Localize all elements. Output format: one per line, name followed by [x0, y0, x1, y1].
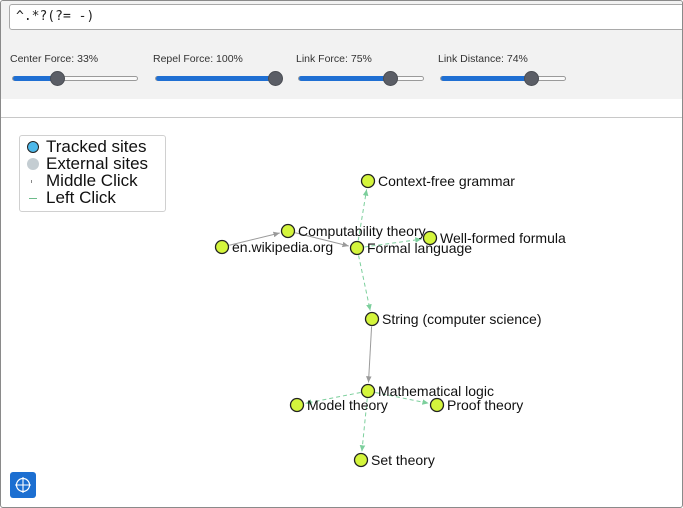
- node-circle[interactable]: [353, 452, 369, 468]
- external-site-swatch: [27, 158, 39, 170]
- center-force-thumb[interactable]: [50, 71, 65, 86]
- node-label: Set theory: [371, 452, 435, 468]
- node-label: en.wikipedia.org: [232, 239, 333, 255]
- legend-external-label: External sites: [46, 154, 149, 173]
- legend: Tracked sites External sites Middle Clic…: [19, 135, 166, 212]
- link-distance-thumb[interactable]: [524, 71, 539, 86]
- legend-tracked: Tracked sites: [20, 138, 165, 156]
- edge-fl-str: [358, 255, 372, 311]
- graph-node-st[interactable]: Set theory: [353, 452, 435, 468]
- node-circle[interactable]: [280, 223, 296, 239]
- center-force-control: Center Force: 33%: [10, 52, 140, 86]
- legend-middle-click: Middle Click: [20, 172, 165, 190]
- edge-comp-fl: [295, 232, 349, 248]
- link-force-control: Link Force: 75%: [296, 52, 426, 86]
- node-circle[interactable]: [360, 383, 376, 399]
- graph-node-fl[interactable]: Formal language: [349, 240, 473, 256]
- edges-layer: [229, 189, 429, 452]
- node-label: Well-formed formula: [440, 230, 566, 246]
- legend-external: External sites: [20, 155, 165, 173]
- edge-fl-wff: [364, 237, 422, 248]
- node-label: Model theory: [307, 397, 388, 413]
- middle-click-swatch: [27, 175, 39, 187]
- node-circle[interactable]: [364, 311, 380, 327]
- graph-node-wff[interactable]: Well-formed formula: [422, 230, 566, 246]
- link-force-fill: [299, 76, 390, 81]
- repel-force-fill: [156, 76, 275, 81]
- node-circle[interactable]: [360, 173, 376, 189]
- link-distance-control: Link Distance: 74%: [438, 52, 568, 86]
- graph-node-cfg[interactable]: Context-free grammar: [360, 173, 516, 189]
- link-force-thumb[interactable]: [383, 71, 398, 86]
- link-force-label: Link Force: 75%: [296, 53, 372, 65]
- node-label: Computability theory: [298, 223, 426, 239]
- graph-node-mt[interactable]: Model theory: [289, 397, 388, 413]
- edge-ml-st: [359, 398, 368, 452]
- edge-wiki-comp: [229, 231, 280, 246]
- legend-left-label: Left Click: [46, 188, 116, 207]
- node-label: String (computer science): [382, 311, 542, 327]
- legend-middle-label: Middle Click: [46, 171, 138, 190]
- repel-force-thumb[interactable]: [268, 71, 283, 86]
- node-label: Proof theory: [447, 397, 523, 413]
- controls-bar: ^.*?(?= -) Center Force: 33% Repel Force…: [1, 1, 682, 99]
- node-circle[interactable]: [214, 239, 230, 255]
- node-label: Context-free grammar: [378, 173, 515, 189]
- link-force-slider[interactable]: [298, 71, 424, 86]
- regex-filter-input[interactable]: ^.*?(?= -): [9, 4, 682, 30]
- graph-node-pt[interactable]: Proof theory: [429, 397, 524, 413]
- center-force-label: Center Force: 33%: [10, 53, 99, 65]
- compass-icon: [15, 477, 31, 493]
- node-label: Mathematical logic: [378, 383, 494, 399]
- tracked-site-swatch: [27, 141, 39, 153]
- graph-node-comp[interactable]: Computability theory: [280, 223, 426, 239]
- node-circle[interactable]: [422, 230, 438, 246]
- center-force-fill: [13, 76, 57, 81]
- legend-left-click: Left Click: [20, 189, 165, 207]
- toolbar-divider: [1, 117, 682, 118]
- legend-tracked-label: Tracked sites: [46, 137, 147, 156]
- edge-ml-pt: [375, 392, 429, 405]
- center-force-slider[interactable]: [12, 71, 138, 86]
- link-distance-slider[interactable]: [440, 71, 566, 86]
- graph-node-wiki[interactable]: en.wikipedia.org: [214, 239, 334, 255]
- edge-fl-cfg: [357, 189, 369, 241]
- edge-ml-mt: [305, 391, 361, 405]
- graph-node-str[interactable]: String (computer science): [364, 311, 542, 327]
- node-circle[interactable]: [349, 240, 365, 256]
- repel-force-label: Repel Force: 100%: [153, 53, 243, 65]
- edge-str-ml: [366, 326, 373, 383]
- recenter-button[interactable]: [10, 472, 36, 498]
- repel-force-control: Repel Force: 100%: [153, 52, 283, 86]
- node-label: Formal language: [367, 240, 472, 256]
- node-circle[interactable]: [429, 397, 445, 413]
- node-circle[interactable]: [289, 397, 305, 413]
- graph-node-ml[interactable]: Mathematical logic: [360, 383, 494, 399]
- link-distance-fill: [441, 76, 531, 81]
- link-distance-label: Link Distance: 74%: [438, 53, 528, 65]
- repel-force-slider[interactable]: [155, 71, 283, 86]
- left-click-swatch: [27, 192, 39, 204]
